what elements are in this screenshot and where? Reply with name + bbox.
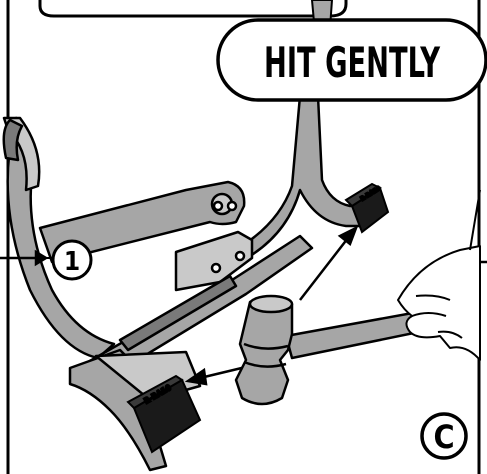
callout-1: 1	[40, 239, 93, 281]
hand	[397, 189, 481, 361]
lower-pad: R-RA10	[126, 374, 202, 454]
panel-letter: C	[433, 418, 454, 456]
upper-pad: R-RA10	[344, 182, 390, 234]
instruction-text: HIT GENTLY	[264, 38, 440, 87]
instruction-box: HIT GENTLY	[216, 18, 487, 102]
callout-number: 1	[64, 247, 80, 277]
panel-letter-badge: C	[420, 412, 468, 460]
cart-frame	[2, 94, 366, 472]
previous-panel-box	[38, 0, 348, 18]
